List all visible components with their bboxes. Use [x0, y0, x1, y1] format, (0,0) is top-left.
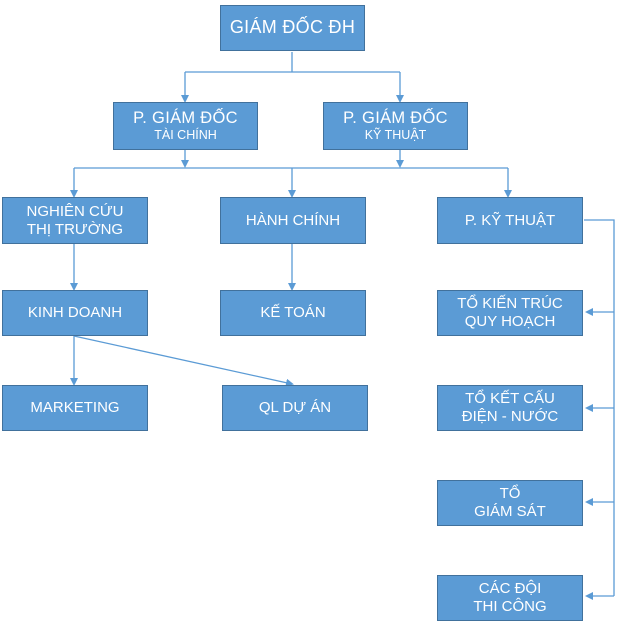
project-mgmt-label: QL DỰ ÁN — [258, 399, 332, 416]
administration-box: HÀNH CHÍNH — [220, 197, 366, 244]
deputy-finance-area: TÀI CHÍNH — [154, 128, 217, 143]
director-label: GIÁM ĐỐC ĐH — [229, 17, 356, 38]
supervision-team-box: TỔ GIÁM SÁT — [437, 480, 583, 526]
deputy-technical-area: KỸ THUẬT — [364, 128, 427, 143]
market-research-line2: THỊ TRƯỜNG — [26, 220, 124, 238]
marketing-label: MARKETING — [30, 399, 120, 416]
supervision-team-line2: GIÁM SÁT — [474, 503, 546, 520]
deputy-finance-box: P. GIÁM ĐỐC TÀI CHÍNH — [113, 102, 258, 150]
director-box: GIÁM ĐỐC ĐH — [220, 5, 365, 51]
deputy-technical-box: P. GIÁM ĐỐC KỸ THUẬT — [323, 102, 468, 150]
technical-dept-label: P. KỸ THUẬT — [464, 211, 556, 229]
structure-team-line1: TỔ KẾT CẤU — [465, 390, 555, 407]
construction-teams-line2: THI CÔNG — [473, 598, 547, 615]
market-research-box: NGHIÊN CỨU THỊ TRƯỜNG — [2, 197, 148, 244]
structure-team-line2: ĐIỆN - NƯỚC — [461, 408, 559, 425]
connector-technical-bracket — [584, 219, 615, 596]
supervision-team-line1: TỔ — [499, 485, 521, 502]
architecture-team-box: TỔ KIẾN TRÚC QUY HOẠCH — [437, 290, 583, 336]
accounting-box: KẾ TOÁN — [220, 290, 366, 336]
connector-to-project-mgmt — [73, 335, 294, 387]
technical-dept-box: P. KỸ THUẬT — [437, 197, 583, 244]
architecture-team-line1: TỔ KIẾN TRÚC — [457, 295, 563, 312]
project-mgmt-box: QL DỰ ÁN — [222, 385, 368, 431]
business-label: KINH DOANH — [27, 304, 123, 321]
business-box: KINH DOANH — [2, 290, 148, 336]
administration-label: HÀNH CHÍNH — [245, 211, 341, 229]
construction-teams-line1: CÁC ĐỘI — [478, 580, 542, 597]
accounting-label: KẾ TOÁN — [260, 304, 326, 321]
architecture-team-line2: QUY HOẠCH — [464, 313, 556, 330]
deputy-finance-title: P. GIÁM ĐỐC — [133, 108, 238, 127]
structure-team-box: TỔ KẾT CẤU ĐIỆN - NƯỚC — [437, 385, 583, 431]
construction-teams-box: CÁC ĐỘI THI CÔNG — [437, 575, 583, 621]
market-research-line1: NGHIÊN CỨU — [26, 202, 124, 220]
marketing-box: MARKETING — [2, 385, 148, 431]
deputy-technical-title: P. GIÁM ĐỐC — [343, 108, 448, 127]
